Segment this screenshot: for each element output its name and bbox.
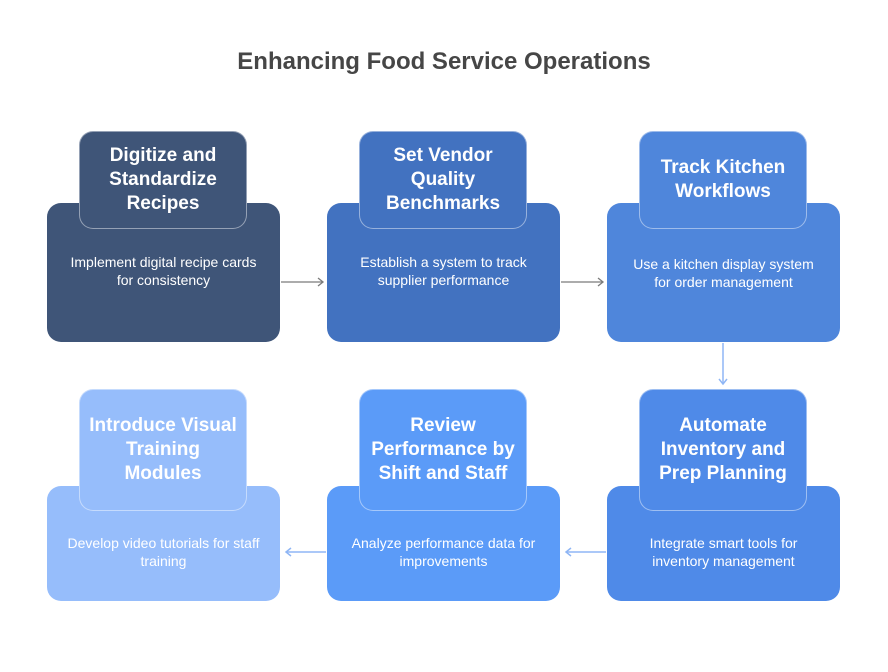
step-heading: Automate Inventory and Prep Planning xyxy=(659,415,787,484)
step-heading: Review Performance by Shift and Staff xyxy=(371,415,515,484)
arrow-step5-to-step6 xyxy=(284,547,326,557)
arrow-step3-to-step4 xyxy=(718,343,728,386)
step-description: Implement digital recipe cards for consi… xyxy=(70,254,257,288)
arrow-step2-to-step3 xyxy=(561,277,605,287)
arrow-step1-to-step2 xyxy=(281,277,325,287)
step-description: Develop video tutorials for staff traini… xyxy=(67,535,260,569)
step-heading: Digitize and Standardize Recipes xyxy=(109,145,217,214)
step-heading: Introduce Visual Training Modules xyxy=(89,415,237,484)
step-heading-box: Automate Inventory and Prep Planning xyxy=(639,389,807,511)
step-heading-box: Digitize and Standardize Recipes xyxy=(79,131,247,229)
step-description: Establish a system to track supplier per… xyxy=(360,254,527,288)
diagram-title: Enhancing Food Service Operations xyxy=(237,48,651,75)
step-description: Integrate smart tools for inventory mana… xyxy=(649,535,798,569)
step-heading-box: Review Performance by Shift and Staff xyxy=(359,389,527,511)
step-description: Use a kitchen display system for order m… xyxy=(633,256,814,290)
step-heading: Track Kitchen Workflows xyxy=(660,157,786,202)
step-heading-box: Track Kitchen Workflows xyxy=(639,131,807,229)
step-heading: Set Vendor Quality Benchmarks xyxy=(385,145,501,214)
step-heading-box: Set Vendor Quality Benchmarks xyxy=(359,131,527,229)
step-description: Analyze performance data for improvement… xyxy=(351,535,536,569)
arrow-step4-to-step5 xyxy=(564,547,606,557)
step-heading-box: Introduce Visual Training Modules xyxy=(79,389,247,511)
